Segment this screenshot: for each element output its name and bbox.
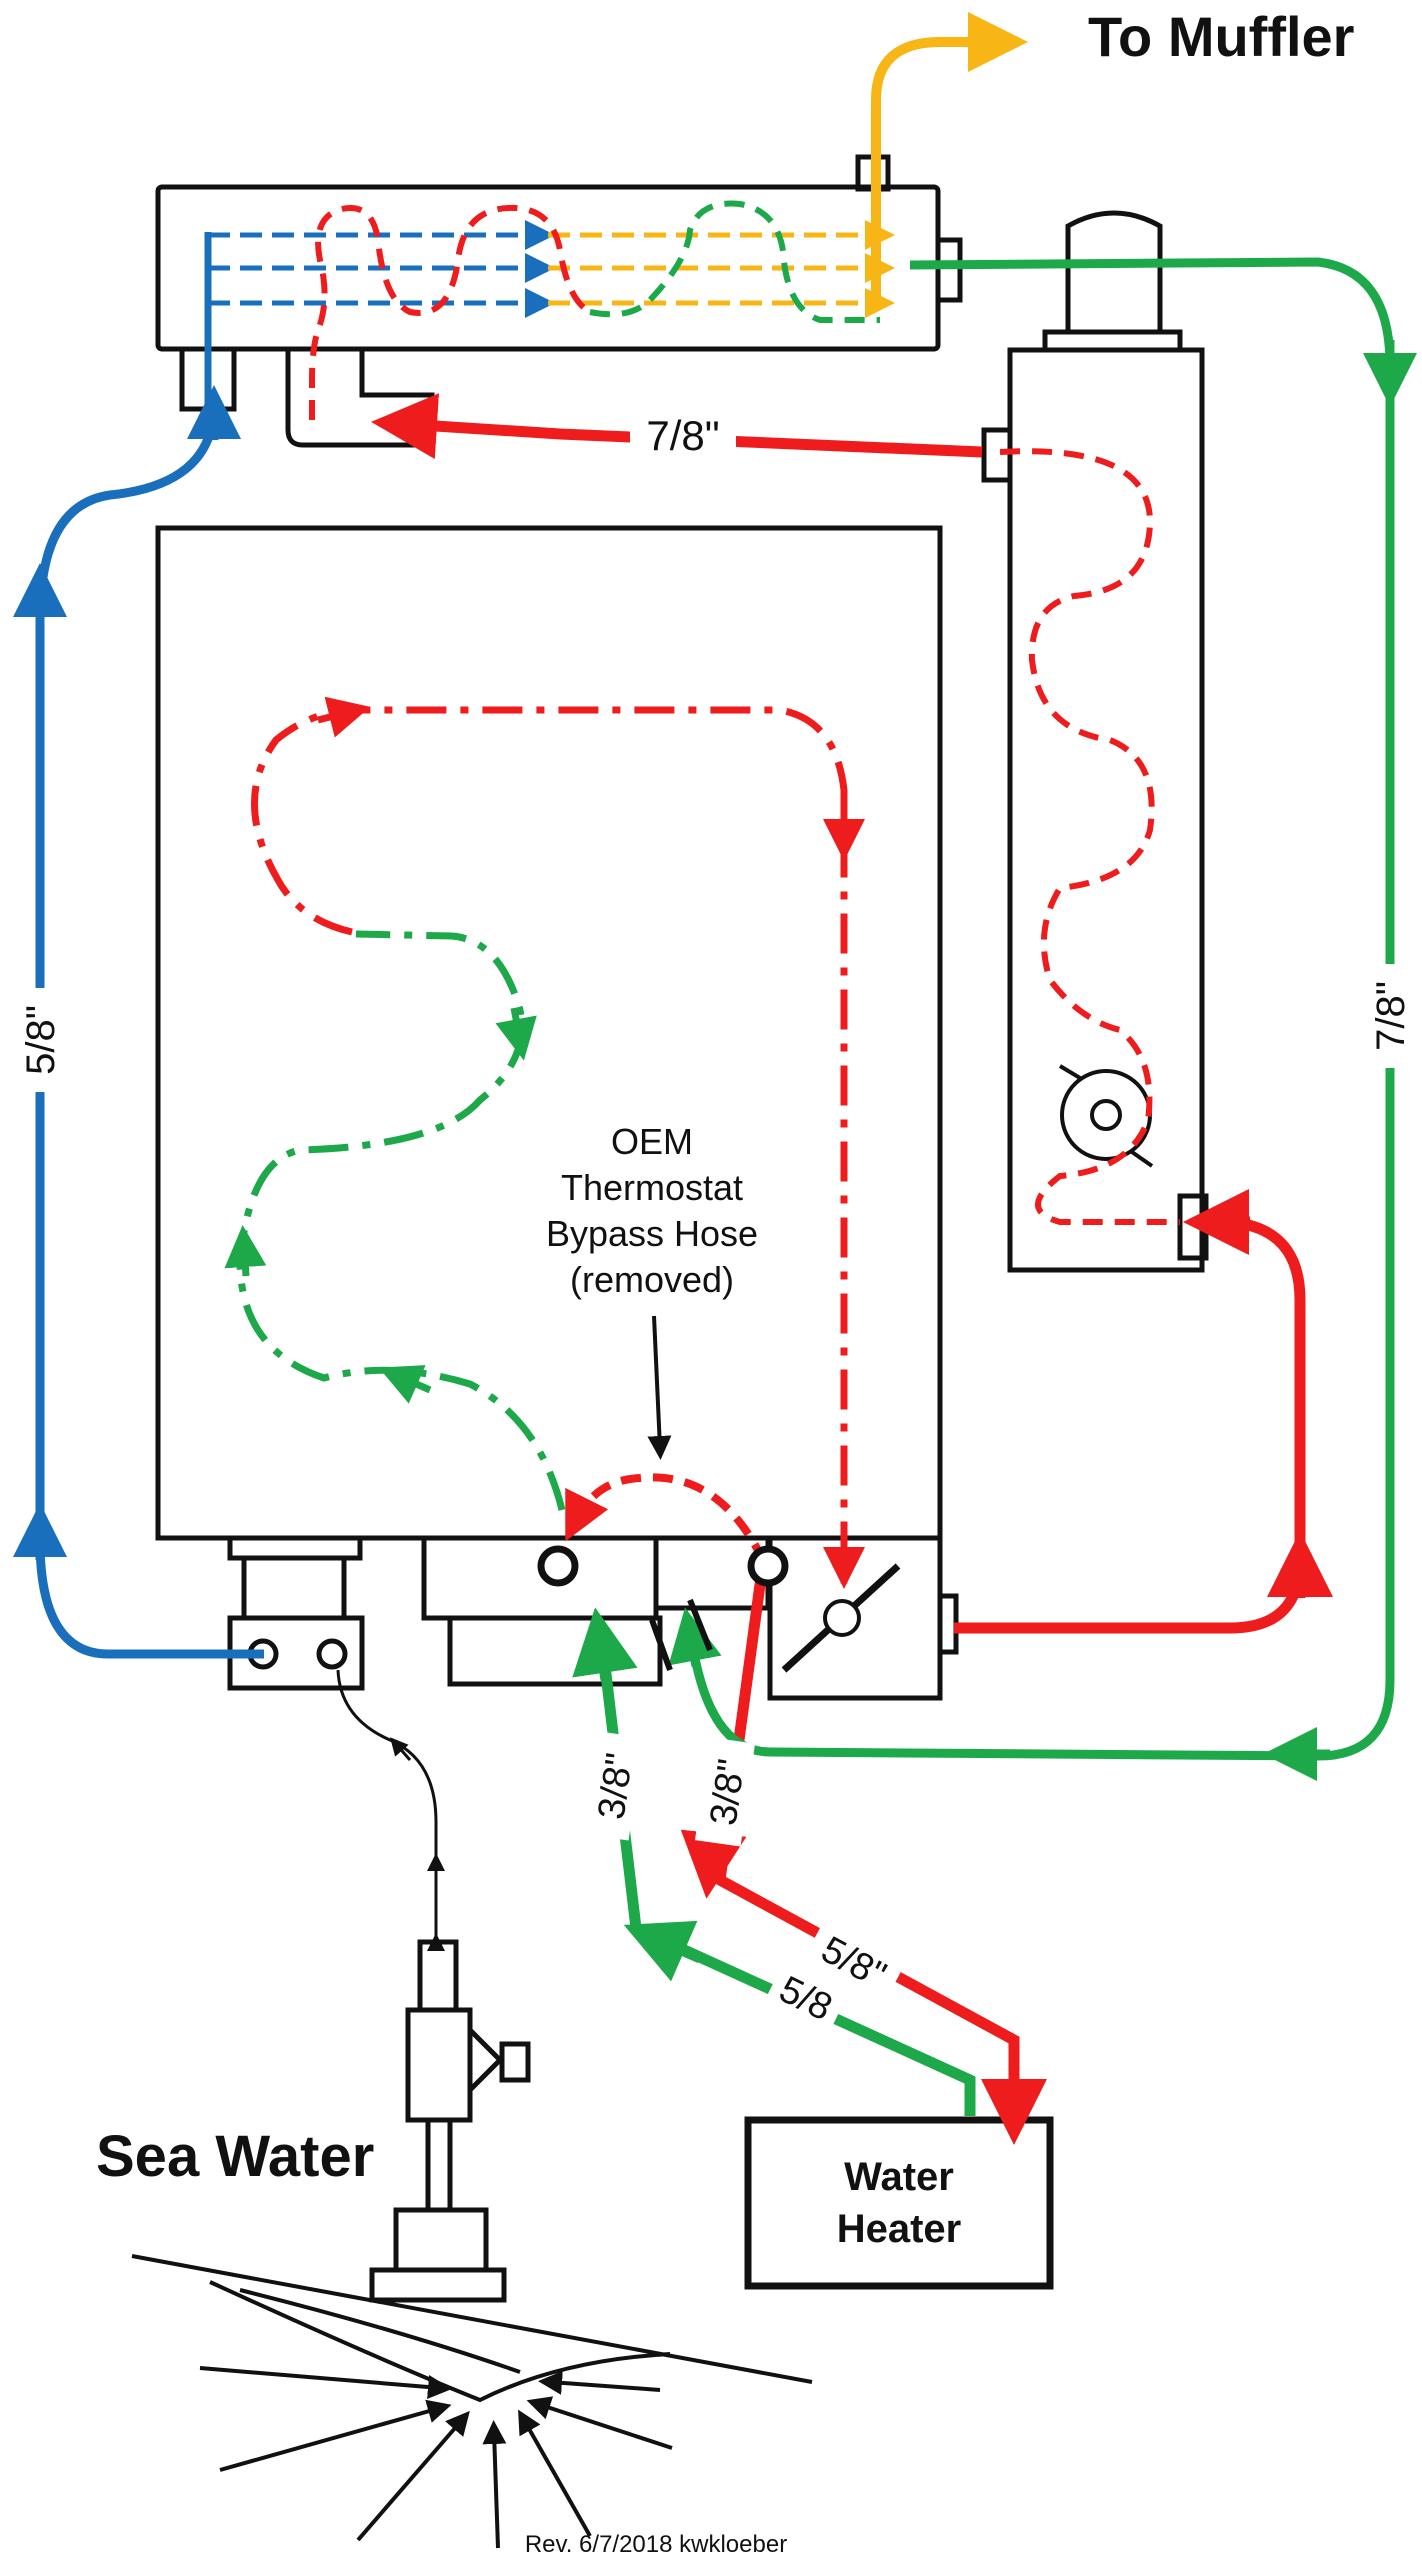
oem-note-line2: Thermostat <box>561 1167 743 1208</box>
block-internal-coolant-hot <box>251 706 848 1590</box>
hose-tank-to-hx <box>371 393 983 460</box>
oem-note-line1: OEM <box>611 1121 693 1162</box>
svg-text:3/8": 3/8" <box>591 1751 642 1823</box>
raw-water-tubes <box>208 220 555 318</box>
green-return-arrow-up <box>572 1607 638 1681</box>
water-inflow-arrows <box>199 2366 673 2549</box>
raw-water-intake-line <box>336 1669 445 1951</box>
svg-text:3/8": 3/8" <box>703 1757 754 1829</box>
block-port-right <box>747 1545 789 1587</box>
belt-tensioner <box>649 1598 713 1672</box>
thermostat-outlet-hose <box>954 1216 1306 1634</box>
to-muffler-label: To Muffler <box>1088 5 1354 68</box>
green-return-arrow-left <box>623 1920 703 1982</box>
water-heater-label-line1: Water <box>844 2155 954 2199</box>
block-green-arrow-3 <box>378 1365 432 1404</box>
raw-water-intake-arrow-2 <box>390 1737 412 1761</box>
water-heater-label-line2: Heater <box>837 2207 962 2251</box>
bypass-removed <box>565 1473 768 1564</box>
svg-text:5/8": 5/8" <box>19 1005 63 1075</box>
oem-note-line4: (removed) <box>570 1259 734 1300</box>
block-port-left <box>537 1545 579 1587</box>
hose-from-water-heater-green <box>596 1639 976 2116</box>
exhaust-to-muffler <box>871 12 1028 308</box>
label-7-8-right: 7/8" <box>1364 964 1414 1068</box>
green-arrow-up-block <box>668 1607 722 1667</box>
engine-block <box>155 525 959 1701</box>
svg-text:7/8": 7/8" <box>1369 981 1413 1051</box>
sea-water-pump <box>247 1638 348 1670</box>
oem-pointer-arrow <box>647 1315 672 1460</box>
label-7-8-top: 7/8" <box>630 410 736 459</box>
revision-footer: Rev. 6/7/2018 kwkloeber <box>525 2531 787 2558</box>
thru-hull-valve <box>369 1939 531 2303</box>
label-5-8-left: 5/8" <box>16 988 64 1092</box>
hx-internal-coolant-cool <box>589 200 880 323</box>
oem-note-line3: Bypass Hose <box>546 1213 758 1254</box>
block-arrow-up <box>317 696 371 738</box>
hx-internal-coolant-hot <box>309 204 592 420</box>
label-3-8-red: 3/8" <box>694 1737 756 1847</box>
water-heater-box <box>744 2116 1054 2290</box>
label-3-8-green: 3/8" <box>582 1731 644 1841</box>
raw-water-hose <box>35 409 264 1659</box>
hose-hx-to-block <box>685 257 1395 1761</box>
hull-surface <box>131 2254 813 2403</box>
block-green-arrow-2 <box>224 1225 267 1277</box>
thermostat-valve-icon <box>781 1563 901 1673</box>
svg-text:7/8": 7/8" <box>646 412 719 459</box>
block-green-arrow-1 <box>495 1007 537 1061</box>
exhaust-mix-tubes <box>548 220 895 318</box>
sea-water-label: Sea Water <box>96 2124 374 2189</box>
label-5-8-red: 5/8" <box>803 1919 906 2002</box>
coolant-tank <box>981 210 1209 1273</box>
